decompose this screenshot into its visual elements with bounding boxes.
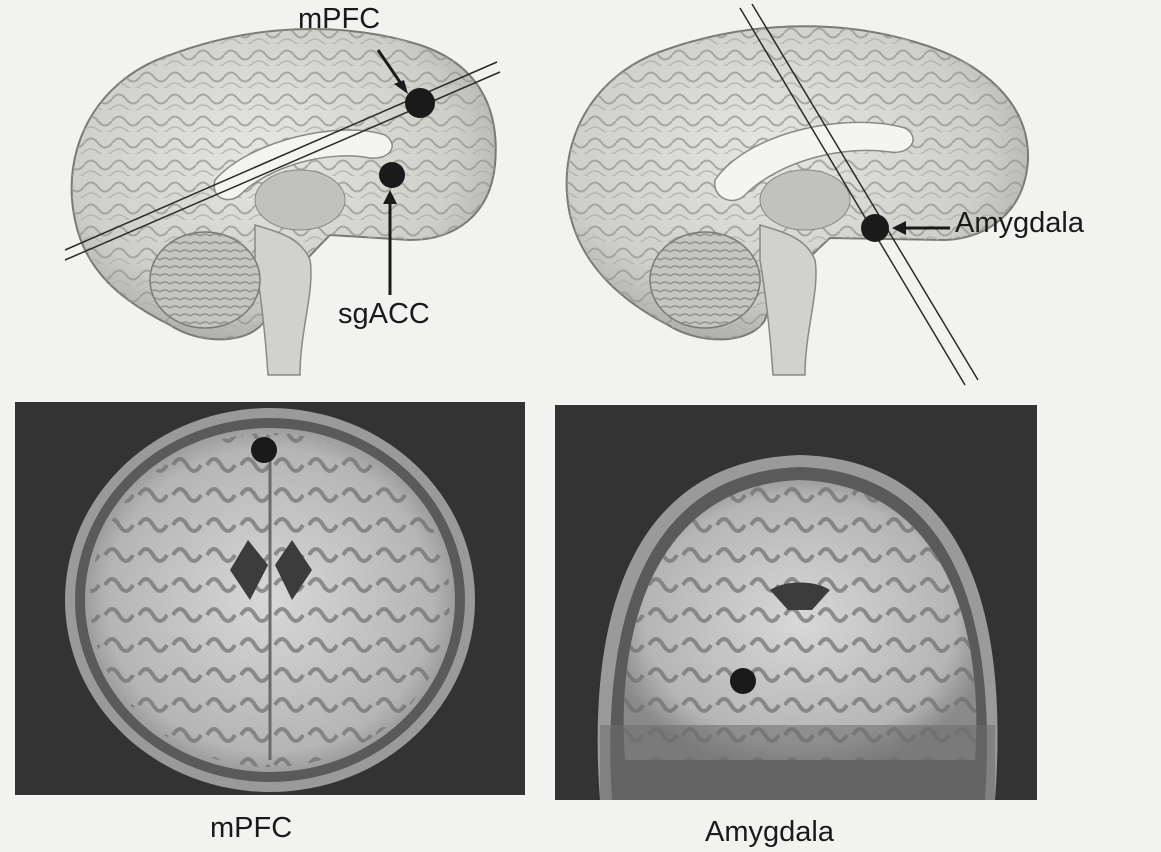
label-mpfc-bottom: mPFC [210,812,292,845]
axial-mri-panel [15,402,525,795]
mpfc-marker-top [405,88,435,118]
label-amygdala-top: Amygdala [955,207,1084,240]
sagittal-brain-left [65,29,500,375]
label-sgacc: sgACC [338,298,430,331]
sagittal-brain-right [567,4,1028,385]
label-amygdala-bottom: Amygdala [705,816,834,849]
label-mpfc-top: mPFC [298,3,380,36]
amygdala-marker-bottom [730,668,756,694]
coronal-mri-panel [555,405,1037,800]
mpfc-marker-bottom [251,437,277,463]
sgacc-marker [379,162,405,188]
amygdala-marker-top [861,214,889,242]
